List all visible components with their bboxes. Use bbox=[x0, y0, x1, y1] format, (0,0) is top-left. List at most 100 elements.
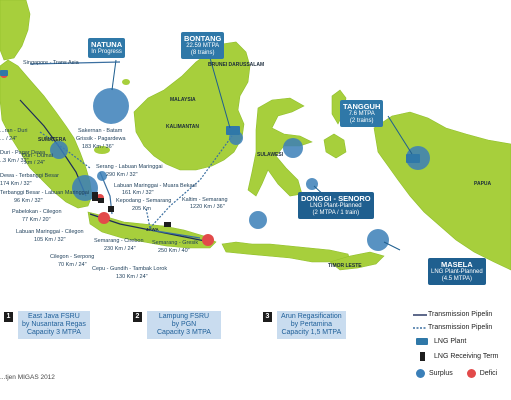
pipeline-label: 70 Km / 24" bbox=[58, 262, 87, 268]
pipeline-label: 174 Km / 32" bbox=[0, 181, 32, 187]
region-label-sumatera: SUMATERA bbox=[38, 137, 66, 143]
pipeline-label: Dewa - Terbanggi Besar bbox=[0, 173, 59, 179]
lng-receiving-lampung-icon bbox=[92, 192, 98, 201]
legend-label: LNG Plant bbox=[434, 338, 467, 345]
lng-receiving-markers bbox=[92, 192, 171, 227]
pipeline-label: Cilegon - Serpong bbox=[50, 254, 95, 260]
pipeline-label: ...ran - Duri bbox=[0, 128, 28, 134]
project-line: Capacity 3 MTPA bbox=[157, 329, 211, 336]
callout-title: NATUNA bbox=[91, 40, 123, 49]
project-east-java-fsru: 1 East Java FSRU by Nusantara Regas Capa… bbox=[4, 311, 90, 339]
callout-title: DONGGI - SENORO bbox=[301, 194, 371, 203]
project-line: Arun Regasification bbox=[281, 313, 342, 320]
surplus-java-sea bbox=[97, 171, 107, 181]
pipeline-label: Terbanggi Besar - Labuan Maringgai bbox=[0, 190, 89, 196]
project-line: by Pertamina bbox=[290, 321, 332, 328]
callout-line: 7.6 MTPA bbox=[348, 111, 375, 117]
island-sulawesi bbox=[247, 97, 313, 197]
project-line: Lampung FSRU bbox=[158, 313, 210, 320]
callout-title: BONTANG bbox=[184, 34, 222, 43]
callout-masela: MASELA LNG Plant-Planned (4.5 MTPA) bbox=[428, 258, 486, 285]
lng-receiving-icon bbox=[420, 352, 425, 361]
region-label-malaysia: MALAYSIA bbox=[170, 97, 196, 103]
legend-line-swatches bbox=[413, 314, 427, 329]
deficit-east-java bbox=[202, 234, 214, 246]
surplus-masela bbox=[367, 229, 389, 251]
island-malay-peninsula bbox=[0, 0, 31, 61]
callout-tangguh: TANGGUH 7.6 MTPA (2 trains) bbox=[340, 100, 384, 127]
callout-line: (2 MTPA / 1 train) bbox=[312, 210, 360, 216]
callout-bontang: BONTANG 22.59 MTPA (8 trains) bbox=[181, 32, 225, 59]
callout-line: LNG Plant-Planned bbox=[431, 269, 483, 275]
pipeline-semarang-gresik bbox=[149, 229, 201, 239]
callout-line: (8 trains) bbox=[190, 50, 215, 56]
callout-line: (4.5 MTPA) bbox=[441, 276, 472, 282]
surplus-south-sumatera bbox=[72, 175, 98, 201]
pipeline-label: Pabelokan - Cilegon bbox=[12, 209, 62, 215]
surplus-sumatera bbox=[50, 141, 68, 159]
legend-deficit-label: Defici bbox=[479, 370, 498, 377]
region-label-timor: TIMOR LESTE bbox=[328, 263, 362, 269]
pipeline-label: 96 Km / 32" bbox=[14, 198, 43, 204]
pipeline-kaltim-semarang bbox=[149, 135, 233, 229]
pipeline-label: Duri - Pagar Dewa bbox=[0, 150, 46, 156]
region-label-papua: PAPUA bbox=[474, 181, 492, 187]
pipeline-label: 250 Km / 40" bbox=[158, 248, 190, 254]
pipeline-label: ..km / 24" bbox=[22, 160, 46, 166]
pipeline-label: 290 Km / 32" bbox=[106, 172, 138, 178]
pipeline-label: 130 Km / 24" bbox=[116, 274, 148, 280]
project-number: 2 bbox=[133, 312, 142, 322]
project-line: East Java FSRU bbox=[28, 313, 80, 320]
lng-receiving-jakarta-icon bbox=[108, 206, 114, 212]
region-label-kalimantan: KALIMANTAN bbox=[166, 124, 199, 130]
callout-natuna: NATUNA In Progress bbox=[88, 38, 126, 58]
project-lampung-fsru: 2 Lampung FSRU by PGN Capacity 3 MTPA bbox=[133, 311, 221, 339]
legend-transmission-1: Transmission Pipelin bbox=[416, 311, 492, 318]
callout-line: LNG Plant-Planned bbox=[309, 203, 362, 209]
legend-label: LNG Receiving Term bbox=[434, 353, 499, 360]
island-nusa-tenggara bbox=[221, 241, 351, 263]
deficit-dot-icon bbox=[466, 369, 476, 378]
legend-surplus-label: Surplus bbox=[429, 370, 453, 377]
surplus-bali-north bbox=[249, 211, 267, 229]
island-maluku bbox=[323, 133, 347, 159]
surplus-sulawesi bbox=[283, 138, 303, 158]
region-label-brunei: BRUNEI DARUSSALAM bbox=[208, 62, 265, 68]
callout-title: TANGGUH bbox=[343, 102, 381, 111]
deficit-west-java bbox=[98, 212, 110, 224]
pipeline-label: 77 Km / 20" bbox=[22, 217, 51, 223]
island-bangka bbox=[94, 146, 110, 154]
pipeline-label: Duri - Dumai bbox=[22, 153, 53, 159]
legend-transmission-2: Transmission Pipelin bbox=[416, 324, 492, 331]
pipeline-label: 183 Km / 36" bbox=[82, 144, 114, 150]
pipeline-label: Kaltim - Semarang bbox=[182, 197, 228, 203]
island-timor bbox=[329, 251, 385, 271]
pipeline-label: Semarang - Gresik bbox=[152, 240, 199, 246]
project-box: Lampung FSRU by PGN Capacity 3 MTPA bbox=[147, 311, 221, 339]
legend-lng-plant: LNG Plant bbox=[416, 338, 466, 345]
source-note: ...tjen MIGAS 2012 bbox=[0, 374, 55, 381]
callout-title: MASELA bbox=[441, 260, 473, 269]
pipeline-label: Labuan Maringgai - Muara Bekasi bbox=[114, 183, 197, 189]
pipeline-label: ..3 Km / 32" bbox=[0, 158, 29, 164]
lng-plant-arun-icon bbox=[0, 70, 8, 76]
callout-line: 22.59 MTPA bbox=[186, 43, 220, 49]
lng-plant-bontang-icon bbox=[226, 126, 240, 135]
pipeline-label: ... / 24" bbox=[0, 136, 18, 142]
project-line: Capacity 3 MTPA bbox=[26, 329, 81, 336]
region-label-sulawesi: SULAWESI bbox=[257, 152, 284, 158]
pipeline-label: Grissik - Pagardewa bbox=[76, 136, 126, 142]
pipeline-label: Cepu - Gundih - Tambak Lorok bbox=[92, 266, 168, 272]
pipeline-label: 205 Km bbox=[132, 206, 151, 212]
legend-label: Transmission Pipelin bbox=[428, 324, 493, 331]
project-line: by Nusantara Regas bbox=[22, 321, 86, 328]
project-arun-regasification: 3 Arun Regasification by Pertamina Capac… bbox=[263, 311, 346, 339]
region-label-jawa: JAWA bbox=[146, 227, 159, 232]
project-number: 1 bbox=[4, 312, 13, 322]
pipeline-label: 105 Km / 32" bbox=[34, 237, 66, 243]
callout-donggi-senoro: DONGGI - SENORO LNG Plant-Planned (2 MTP… bbox=[298, 192, 374, 219]
island-natuna bbox=[122, 79, 130, 85]
lng-receiving-java-icon bbox=[98, 198, 104, 203]
